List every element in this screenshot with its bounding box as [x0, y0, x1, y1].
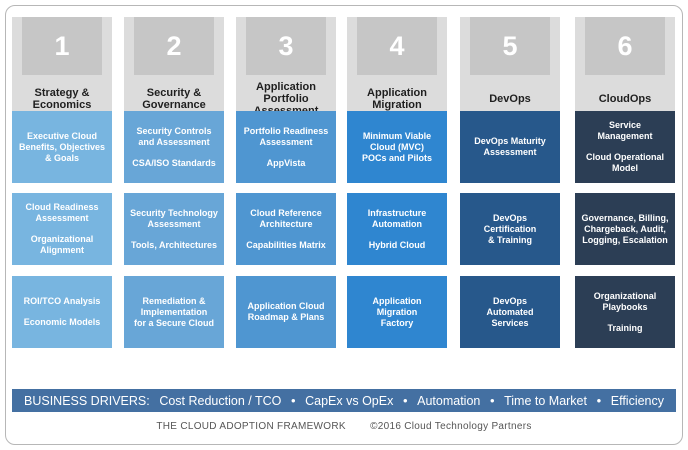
- capability-text: Governance, Billing, Chargeback, Audit, …: [581, 212, 669, 245]
- capability-text: Minimum Viable Cloud (MVC) POCs and Pilo…: [361, 130, 432, 163]
- capability-cell: Governance, Billing, Chargeback, Audit, …: [575, 193, 675, 265]
- capability-text: Hybrid Cloud: [368, 239, 426, 250]
- capability-text: Service Management: [597, 120, 653, 141]
- capability-text: Cloud Operational Model: [585, 152, 664, 173]
- driver-item: Time to Market: [504, 393, 587, 408]
- capability-text: Security Controls and Assessment: [136, 125, 212, 147]
- capability-cell: DevOps Certification & Training: [460, 193, 560, 265]
- capability-cell: Application Migration Factory: [347, 276, 447, 348]
- capability-text: DevOps Certification & Training: [483, 212, 537, 245]
- capability-text: Training: [607, 322, 643, 333]
- capability-text: Infrastructure Automation: [367, 207, 427, 229]
- capability-text: Organizational Alignment: [30, 234, 94, 255]
- framework-frame: [5, 5, 683, 445]
- number-tab: 6: [585, 17, 665, 75]
- capability-cell: Remediation & Implementation for a Secur…: [124, 276, 224, 348]
- column-number: 6: [617, 30, 633, 61]
- column-title: Strategy & Economics: [32, 86, 92, 111]
- footer-title: THE CLOUD ADOPTION FRAMEWORK: [156, 421, 346, 432]
- capability-text: Security Technology Assessment: [130, 207, 218, 229]
- capability-text: Capabilities Matrix: [246, 239, 326, 250]
- capability-text: Organizational Playbooks: [593, 290, 657, 312]
- column-number: 2: [166, 30, 182, 61]
- capability-text: ROI/TCO Analysis: [23, 296, 101, 306]
- column-number: 1: [54, 30, 70, 61]
- column-number: 5: [502, 30, 518, 61]
- capability-text: Remediation & Implementation for a Secur…: [133, 295, 214, 328]
- bullet-separator: •: [402, 393, 408, 408]
- driver-item: CapEx vs OpEx: [305, 393, 394, 408]
- number-tab: 2: [134, 17, 214, 75]
- capability-cell: Application Cloud Roadmap & Plans: [236, 276, 336, 348]
- drivers-label: BUSINESS DRIVERS:: [24, 393, 150, 408]
- driver-item: Cost Reduction / TCO: [159, 393, 282, 408]
- business-drivers-bar: BUSINESS DRIVERS: Cost Reduction / TCO • Ca…: [12, 389, 676, 412]
- capability-text: Cloud Readiness Assessment: [25, 202, 99, 223]
- driver-item: Efficiency: [610, 393, 664, 408]
- bullet-separator: •: [489, 393, 495, 408]
- driver-item: Automation: [417, 393, 481, 408]
- capability-cell: Executive Cloud Benefits, Objectives & G…: [12, 111, 112, 183]
- capability-text: Executive Cloud Benefits, Objectives & G…: [18, 130, 106, 163]
- capability-text: Application Cloud Roadmap & Plans: [247, 301, 325, 322]
- column-number: 3: [278, 30, 294, 61]
- capability-text: Portfolio Readiness Assessment: [243, 125, 329, 147]
- capability-cell: Minimum Viable Cloud (MVC) POCs and Pilo…: [347, 111, 447, 183]
- capability-cell: DevOps Automated Services: [460, 276, 560, 348]
- number-tab: 3: [246, 17, 326, 75]
- capability-text: Application Migration Factory: [372, 295, 422, 328]
- footer: THE CLOUD ADOPTION FRAMEWORK ©2016 Cloud…: [0, 421, 688, 432]
- capability-text: Tools, Architectures: [130, 239, 218, 250]
- bullet-separator: •: [596, 393, 602, 408]
- capability-text: Economic Models: [23, 317, 101, 327]
- column-title: Application Migration: [367, 86, 427, 111]
- capability-text: Cloud Reference Architecture: [250, 207, 322, 229]
- number-tab: 4: [357, 17, 437, 75]
- capability-text: DevOps Automated Services: [486, 295, 534, 328]
- column-title: Security & Governance: [142, 86, 206, 111]
- column-number: 4: [389, 30, 405, 61]
- column-title: DevOps: [489, 92, 531, 105]
- number-tab: 1: [22, 17, 102, 75]
- capability-text: AppVista: [266, 157, 306, 168]
- capability-cell: DevOps Maturity Assessment: [460, 111, 560, 183]
- capability-text: DevOps Maturity Assessment: [474, 136, 546, 157]
- number-tab: 5: [470, 17, 550, 75]
- bullet-separator: •: [290, 393, 296, 408]
- column-title: CloudOps: [598, 92, 652, 105]
- capability-text: CSA/ISO Standards: [132, 157, 216, 168]
- footer-copyright: ©2016 Cloud Technology Partners: [370, 421, 532, 432]
